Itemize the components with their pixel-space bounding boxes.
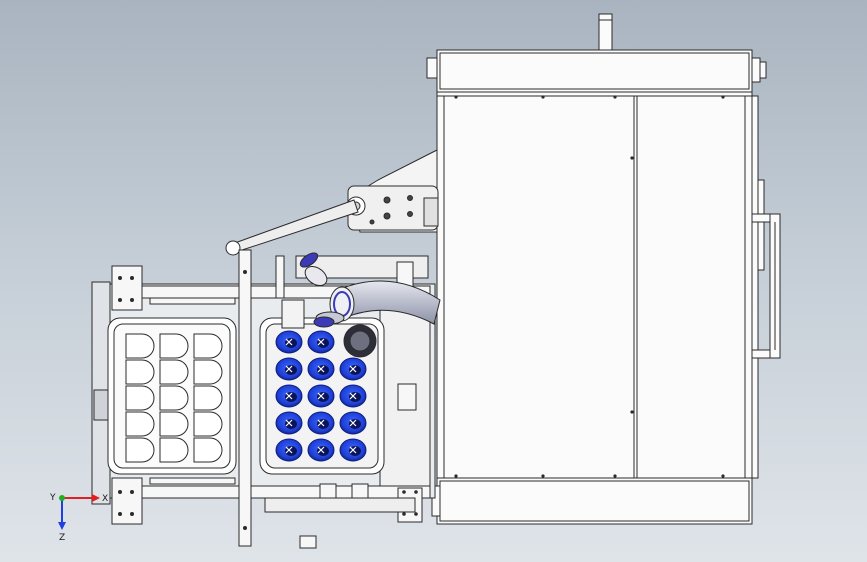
empty-slot <box>125 411 155 437</box>
loaded-cup <box>275 411 303 435</box>
bottom-left-clamp <box>111 477 143 525</box>
trunk-bracket <box>225 149 439 256</box>
floor-marker <box>299 535 317 549</box>
top-left-clamp <box>111 265 143 311</box>
loaded-cup <box>275 357 303 381</box>
loaded-cup <box>339 411 367 435</box>
empty-slot <box>159 333 189 359</box>
empty-slot <box>193 385 223 411</box>
z-axis-label: Z <box>59 533 65 543</box>
empty-slot <box>159 359 189 385</box>
loaded-cup <box>307 411 335 435</box>
empty-slot <box>159 437 189 463</box>
x-axis-arrow-icon <box>92 494 100 502</box>
cabinet-handle[interactable] <box>751 213 781 359</box>
loaded-cup <box>307 330 335 354</box>
cabinet-top-rail <box>436 49 753 93</box>
cabinet-screws <box>454 95 725 478</box>
loaded-cup <box>307 357 335 381</box>
y-axis-label: Y <box>49 493 56 503</box>
loaded-cup <box>275 438 303 462</box>
y-axis-arrow-icon <box>58 522 66 530</box>
x-axis-label: X <box>102 494 108 504</box>
center-post <box>238 249 252 547</box>
top-left-bracket <box>426 57 438 79</box>
empty-slot <box>125 333 155 359</box>
wrist-joint <box>304 265 328 287</box>
loaded-cup <box>339 438 367 462</box>
main-cabinet <box>426 13 781 525</box>
loaded-cup <box>275 330 303 354</box>
empty-slot <box>193 333 223 359</box>
z-axis-dot <box>59 495 65 501</box>
loaded-cup <box>339 384 367 408</box>
right-slide-block <box>397 383 417 411</box>
empty-slot <box>125 359 155 385</box>
empty-slot <box>193 359 223 385</box>
loaded-cup <box>307 384 335 408</box>
loaded-cup <box>339 357 367 381</box>
empty-slots <box>125 333 223 463</box>
cabinet-body <box>436 91 753 483</box>
coordinate-triad: X Y Z <box>49 493 108 543</box>
robot-arm[interactable] <box>281 250 441 358</box>
empty-slot <box>125 385 155 411</box>
empty-slot <box>193 437 223 463</box>
empty-slot <box>159 385 189 411</box>
empty-slot <box>125 437 155 463</box>
loaded-cup <box>307 438 335 462</box>
loaded-cup <box>275 384 303 408</box>
door-split <box>633 95 638 479</box>
arm-boom <box>337 280 441 325</box>
loaded-cups <box>275 330 367 462</box>
bottom-rail <box>139 485 431 499</box>
empty-slot <box>159 411 189 437</box>
cabinet-bottom-rail <box>436 477 753 525</box>
top-vent-stub <box>598 13 613 51</box>
empty-slot <box>193 411 223 437</box>
